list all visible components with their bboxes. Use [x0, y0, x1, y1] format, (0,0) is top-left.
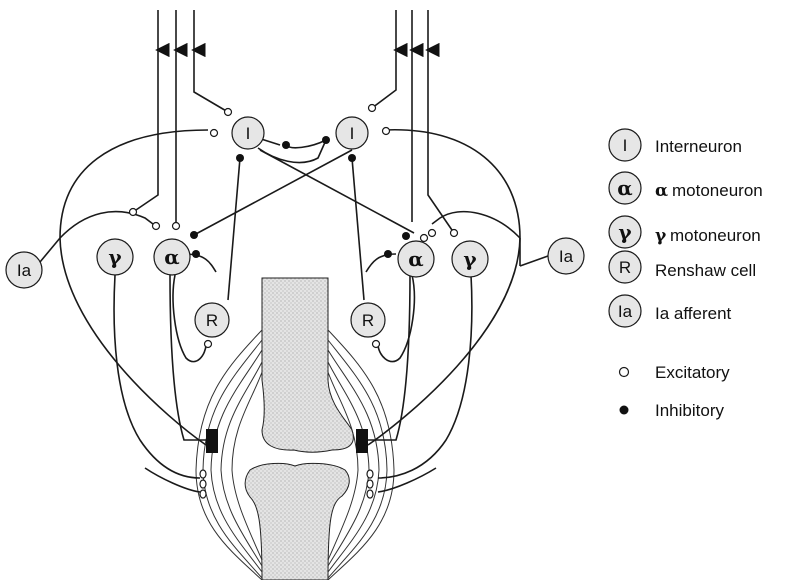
gamma-motoneuron-right: γ [452, 241, 488, 277]
upper-bone [262, 278, 353, 452]
gamma-motoneuron-left: γ [97, 239, 133, 275]
interneuron-right: I [336, 117, 368, 149]
ia-afferent-left: Ia [6, 252, 42, 288]
svg-text:γ: γ [463, 247, 477, 271]
lower-bone [245, 463, 349, 580]
svg-text:α: α [655, 181, 668, 201]
legend: I Interneuron α α motoneuron γ γ motoneu… [609, 129, 763, 420]
svg-text:α: α [617, 176, 632, 200]
alpha-motoneuron-left: α [154, 239, 190, 275]
renshaw-cell-left: R [195, 303, 229, 337]
svg-text:R: R [206, 311, 218, 330]
svg-text:I: I [246, 124, 251, 143]
legend-ia-afferent: Ia Ia afferent [609, 295, 732, 327]
svg-text:I: I [350, 124, 355, 143]
legend-interneuron: I Interneuron [609, 129, 742, 161]
svg-text:Inhibitory: Inhibitory [655, 401, 724, 420]
svg-text:Excitatory: Excitatory [655, 363, 730, 382]
svg-text:γ: γ [618, 220, 632, 244]
svg-text:α: α [164, 245, 179, 269]
legend-inhibitory: Inhibitory [620, 401, 725, 420]
svg-text:R: R [362, 311, 374, 330]
svg-text:γ: γ [108, 245, 122, 269]
svg-text:Ia: Ia [559, 247, 574, 266]
muscle-spindle-right [356, 429, 368, 453]
svg-text:R: R [619, 258, 631, 277]
svg-text:Ia afferent: Ia afferent [655, 304, 732, 323]
svg-text:motoneuron: motoneuron [672, 181, 763, 200]
svg-text:γ: γ [655, 226, 667, 246]
renshaw-cell-right: R [351, 303, 385, 337]
svg-text:motoneuron: motoneuron [670, 226, 761, 245]
svg-text:Ia: Ia [618, 302, 633, 321]
alpha-motoneuron-right: α [398, 241, 434, 277]
descending-fibres [133, 10, 454, 233]
svg-text:Ia: Ia [17, 261, 32, 280]
svg-text:α: α [408, 247, 423, 271]
interneuron-left: I [232, 117, 264, 149]
legend-excitatory: Excitatory [620, 363, 731, 382]
ia-afferent-right: Ia [548, 238, 584, 274]
svg-text:I: I [623, 136, 628, 155]
legend-renshaw-cell: R Renshaw cell [609, 251, 756, 283]
muscle-spindle-left [206, 429, 218, 453]
legend-gamma-motoneuron: γ γ motoneuron [609, 216, 761, 248]
svg-text:Interneuron: Interneuron [655, 137, 742, 156]
svg-text:Renshaw cell: Renshaw cell [655, 261, 756, 280]
legend-alpha-motoneuron: α α motoneuron [609, 172, 763, 204]
